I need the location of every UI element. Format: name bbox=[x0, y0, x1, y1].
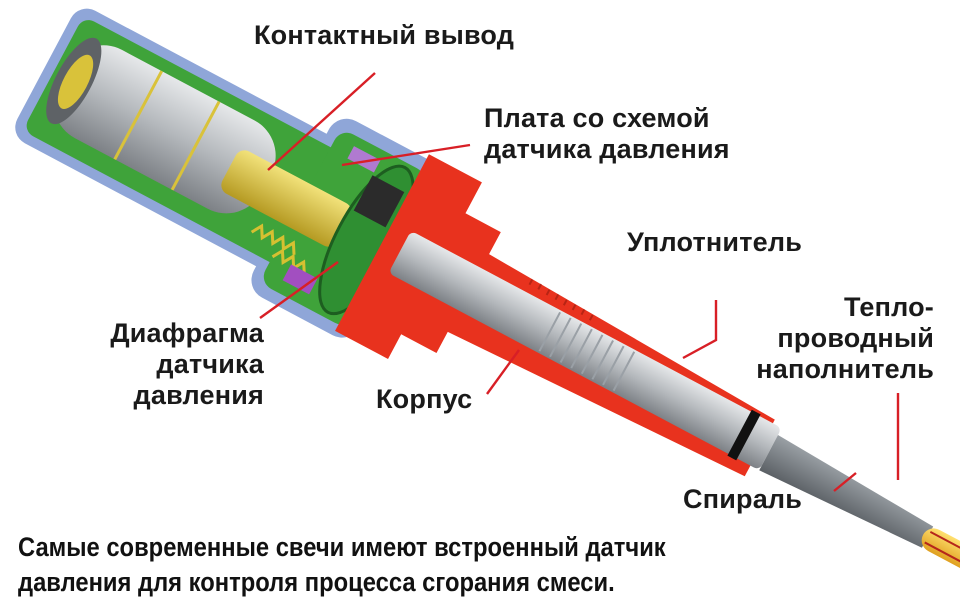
label-diaphragm-line3: давления bbox=[133, 380, 264, 410]
label-diaphragm-line2: датчика bbox=[156, 349, 264, 379]
caption-line1: Самые современные свечи имеют встроенный… bbox=[18, 532, 666, 562]
leader-lines bbox=[259, 72, 900, 492]
label-sensor-board-line1: Плата со схемой bbox=[484, 103, 710, 133]
label-seal: Уплотнитель bbox=[627, 227, 803, 257]
caption: Самые современные свечи имеют встроенный… bbox=[18, 530, 754, 600]
label-body: Корпус bbox=[376, 384, 473, 414]
label-diaphragm: Диафрагма датчика давления bbox=[110, 318, 264, 411]
label-contact-terminal: Контактный вывод bbox=[254, 20, 515, 50]
label-thermal-filler-line3: наполнитель bbox=[756, 354, 934, 384]
label-sensor-board: Плата со схемой датчика давления bbox=[484, 103, 730, 165]
caption-line2: давления для контроля процесса сгорания … bbox=[18, 567, 615, 597]
label-spiral: Спираль bbox=[683, 484, 803, 514]
label-thermal-filler: Тепло- проводный наполнитель bbox=[756, 292, 934, 385]
label-diaphragm-line1: Диафрагма bbox=[110, 318, 264, 348]
label-thermal-filler-line2: проводный bbox=[777, 323, 934, 353]
label-sensor-board-line2: датчика давления bbox=[484, 134, 730, 164]
label-thermal-filler-line1: Тепло- bbox=[844, 292, 934, 322]
